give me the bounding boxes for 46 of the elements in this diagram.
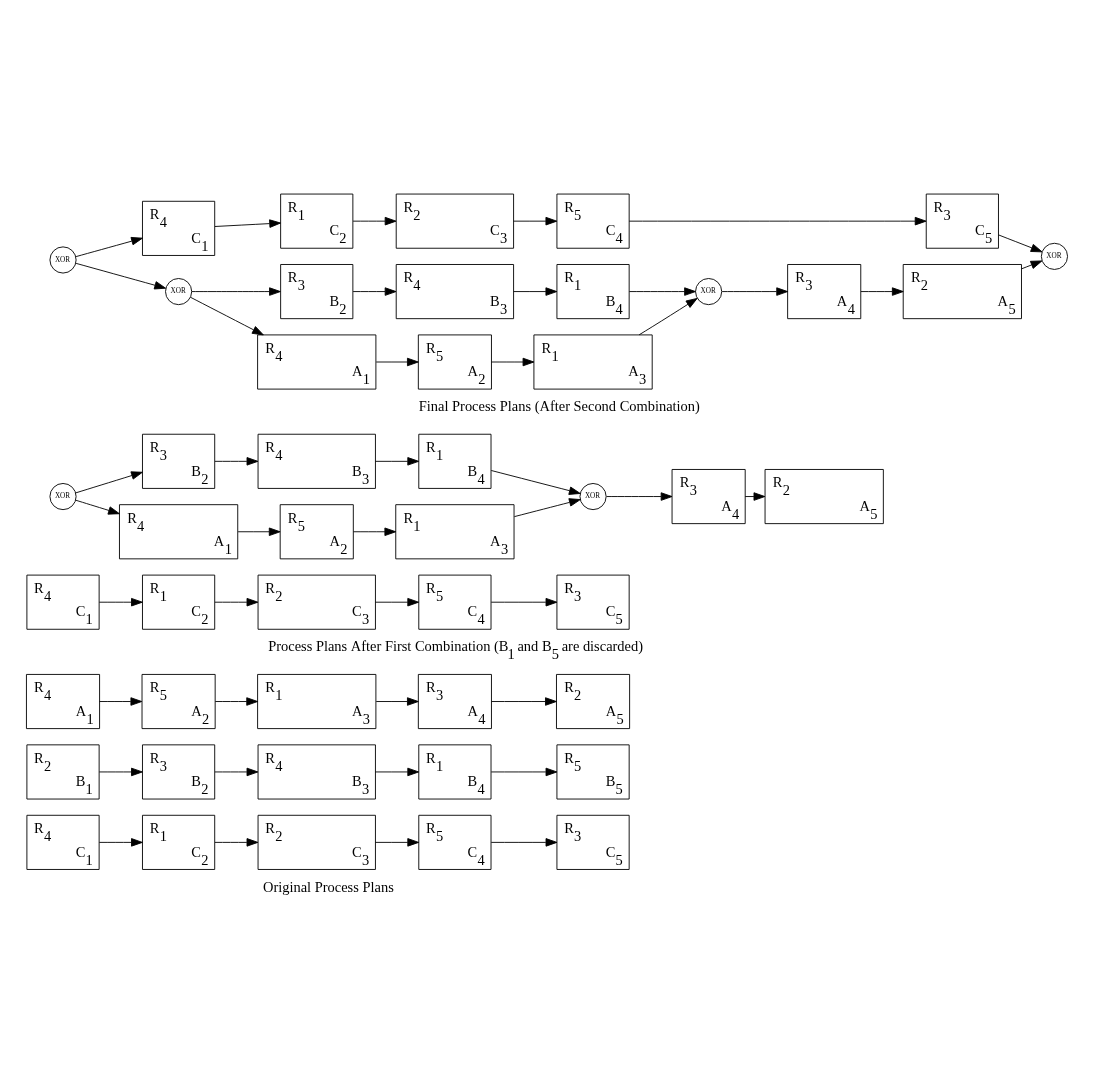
arrow: [628, 216, 927, 226]
arrow: [375, 597, 420, 607]
arrow: [860, 287, 904, 296]
arrow: [490, 838, 558, 847]
arrow: [75, 236, 143, 258]
arrow: [99, 697, 143, 706]
arrow: [375, 838, 420, 847]
arrow: [638, 297, 698, 336]
arrow: [513, 216, 558, 226]
arrow: [214, 219, 281, 228]
arrow: [214, 767, 259, 777]
arrow: [352, 287, 397, 296]
arrow: [1021, 260, 1043, 270]
arrow: [375, 357, 419, 367]
arrow: [214, 838, 259, 847]
arrow: [75, 262, 167, 290]
arrow: [191, 287, 281, 296]
arrow: [75, 471, 143, 494]
arrow: [75, 499, 120, 515]
arrow: [606, 492, 673, 501]
arrow: [491, 357, 535, 367]
arrow: [214, 697, 259, 706]
arrow: [214, 457, 259, 466]
arrow: [490, 470, 581, 495]
arrow: [237, 527, 281, 536]
label: Final Process Plans (After Second Combination): [418, 398, 700, 415]
arrow: [513, 498, 581, 518]
arrow: [491, 697, 557, 706]
arrow: [375, 697, 419, 706]
arrow: [375, 767, 420, 777]
arrow: [98, 767, 143, 777]
arrow: [214, 597, 259, 607]
arrow: [998, 234, 1043, 253]
arrow: [490, 767, 558, 777]
arrow: [190, 296, 264, 336]
arrow: [375, 457, 420, 466]
arrow: [352, 216, 397, 226]
label: Original Process Plans: [263, 878, 394, 895]
arrow: [513, 287, 558, 296]
arrow: [490, 597, 558, 607]
arrow: [721, 287, 789, 296]
arrow: [353, 527, 397, 536]
arrow: [98, 838, 143, 847]
arrow: [744, 492, 766, 501]
arrow: [98, 597, 143, 607]
arrow: [628, 287, 696, 296]
